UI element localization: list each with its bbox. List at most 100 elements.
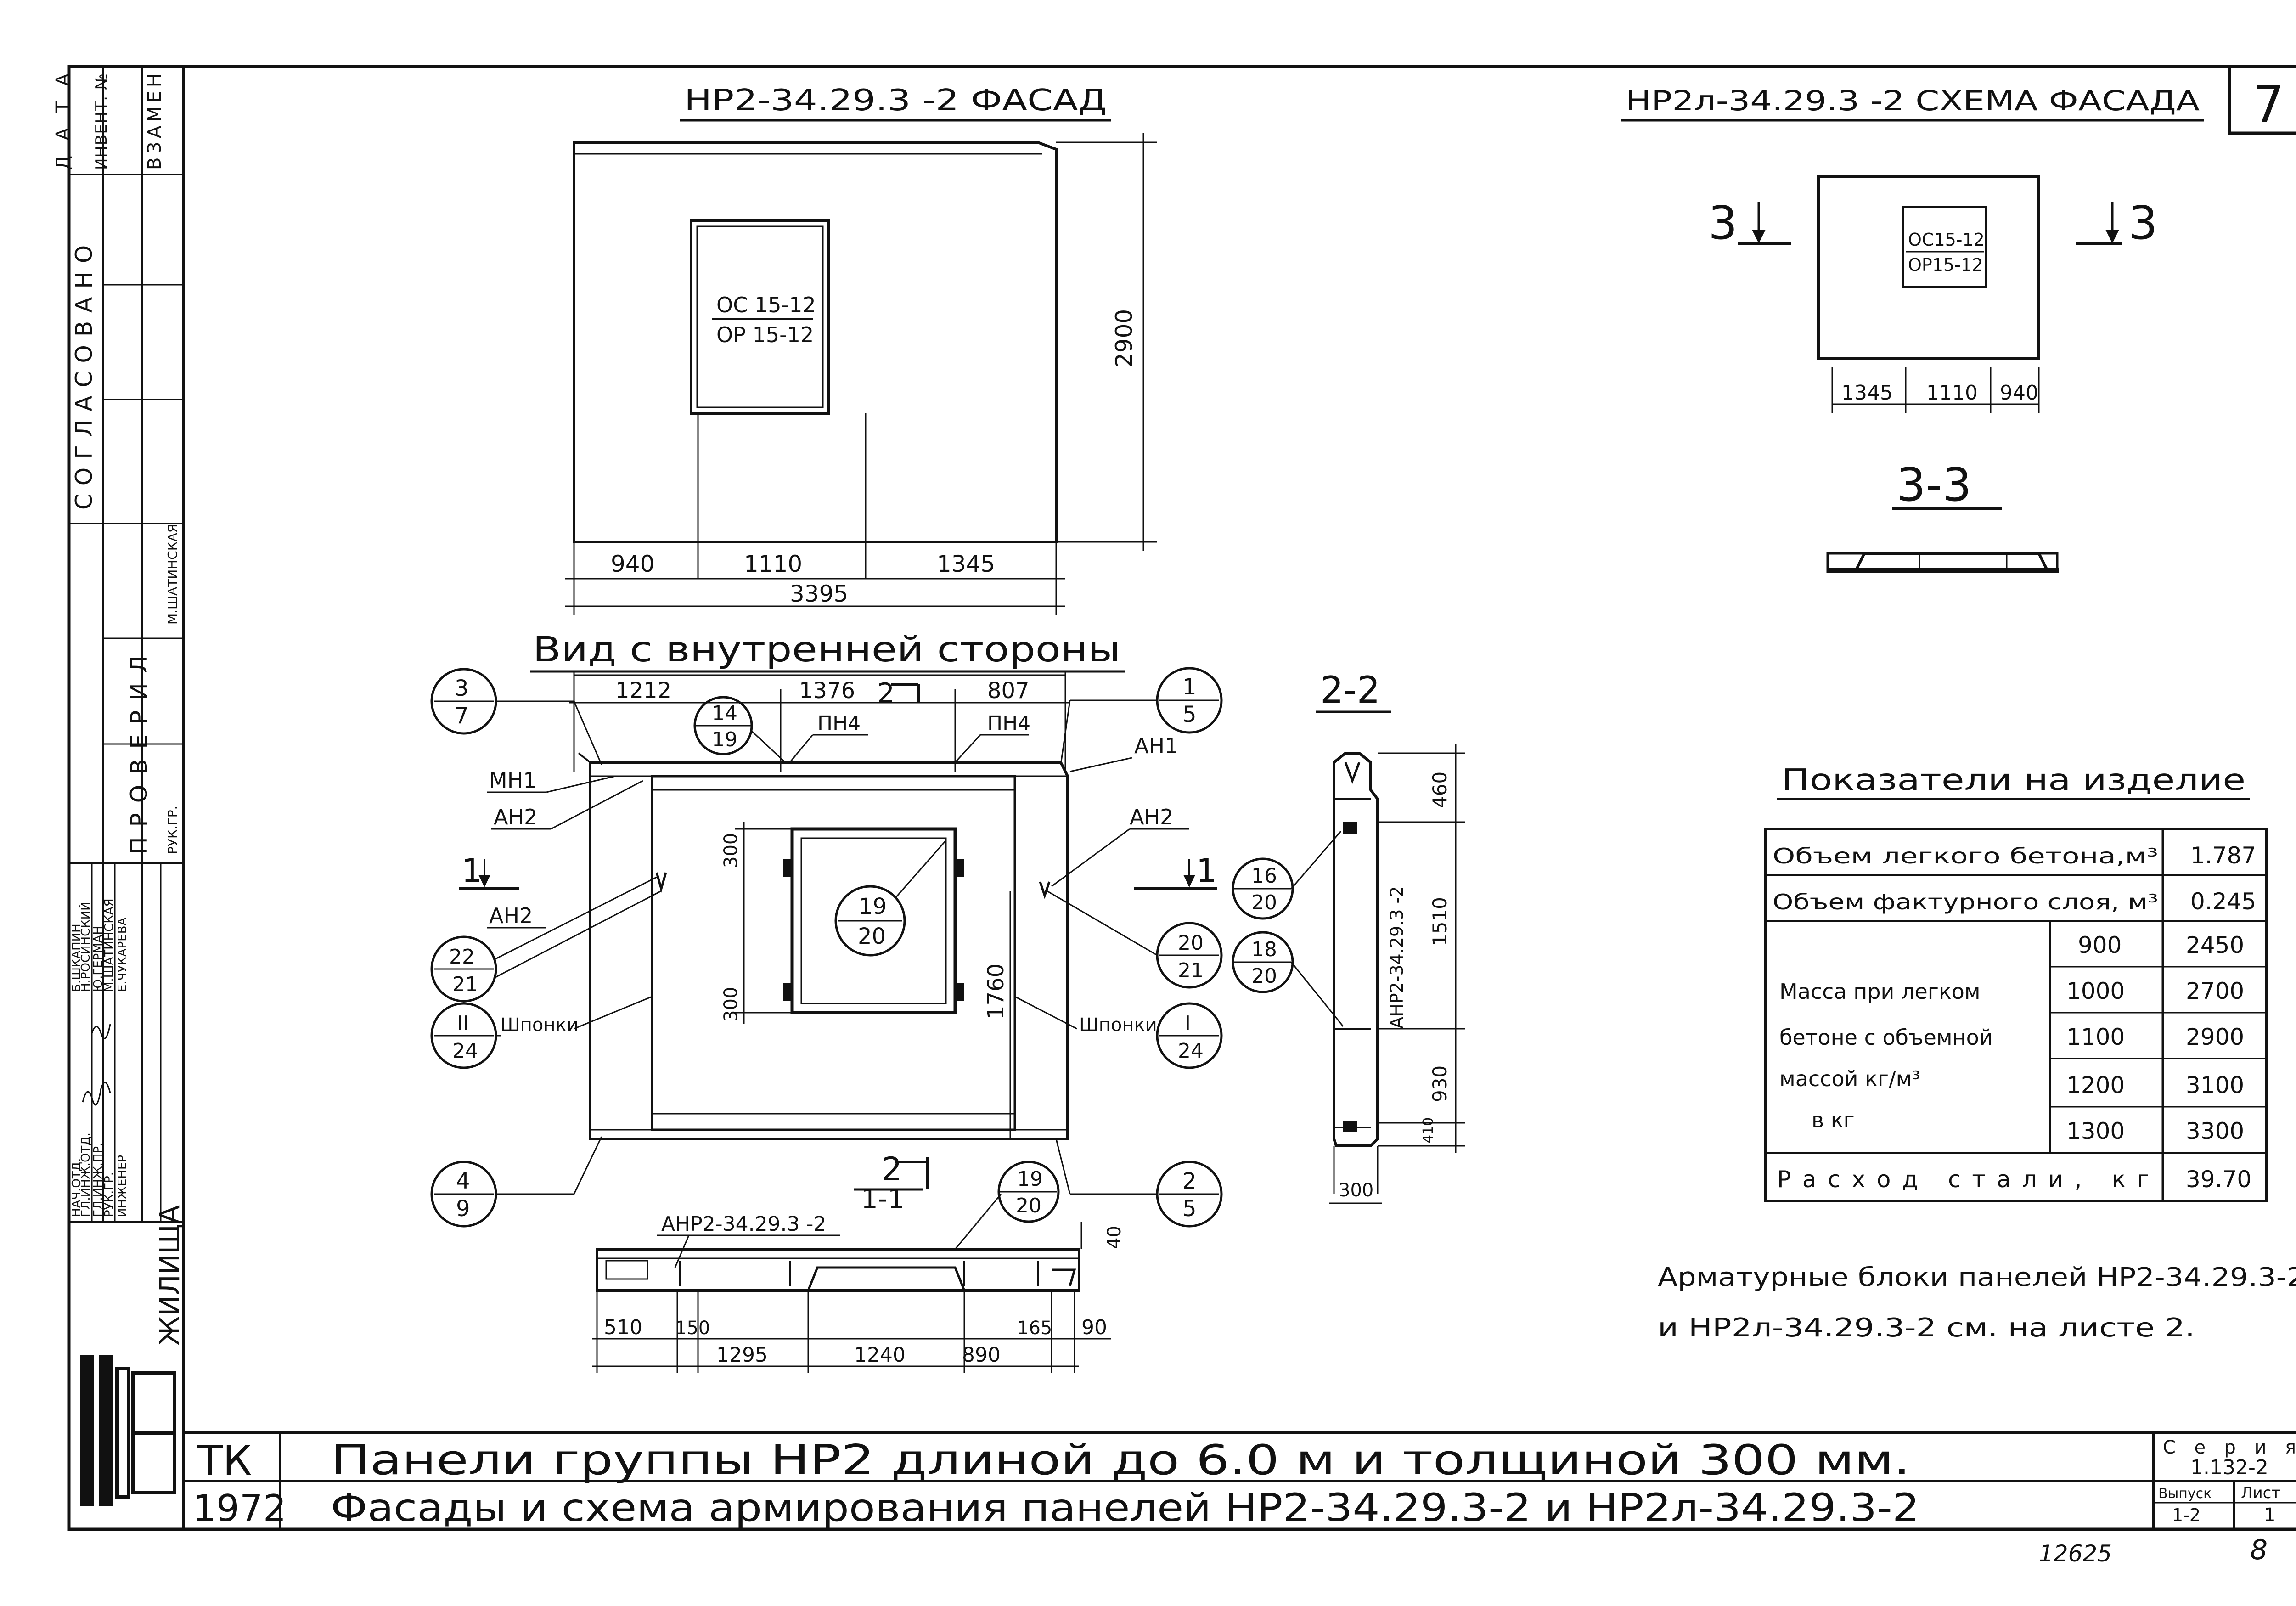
section-1-1-dim: 90 (1081, 1316, 1107, 1339)
stamp-check-name: М.ШАТИНСКАЯ (165, 524, 180, 625)
facade-scheme: НР2л-34.29.3 -2 СХЕМА ФАСАДА ОС15-12 ОР1… (1621, 85, 2204, 573)
inner-dim-side: 300 (720, 987, 742, 1022)
title-block: ТК 1972 Панели группы НР2 длиной до 6.0 … (184, 1431, 2296, 1530)
inner-dim-top: 807 (987, 678, 1030, 704)
callout-bottom: 9 (456, 1196, 470, 1222)
mass-value: 2900 (2186, 1024, 2244, 1050)
callout: 2 5 (1055, 1138, 1223, 1228)
callout-bottom: 24 (452, 1039, 478, 1063)
issue-label: Выпуск (2158, 1486, 2212, 1502)
section-2-2-label: АНР2-34.29.3 -2 (1387, 886, 1407, 1029)
section-3-title: 3-3 (1896, 458, 1971, 512)
mass-value: 3300 (2186, 1118, 2244, 1144)
series-label: Серия (2163, 1437, 2296, 1458)
stamp-checked: ПРОВЕРИЛ (126, 646, 152, 854)
title-line-1: Панели группы НР2 длиной до 6.0 м и толщ… (331, 1436, 1910, 1484)
stamp-agreed: СОГЛАСОВАНО (71, 237, 97, 510)
signature (91, 1024, 111, 1039)
callout-top: 3 (455, 676, 469, 701)
callout-top: 19 (859, 894, 887, 919)
callout: 18 20 (1232, 931, 1344, 1027)
section-2-2-dim: 300 (1339, 1180, 1373, 1201)
section-1-1-dim: 150 (675, 1318, 710, 1339)
label-an1: АН1 (1134, 733, 1178, 758)
callout-top: II (457, 1012, 469, 1035)
facade-dim: 1110 (744, 551, 802, 577)
scheme-window-bottom: ОР15-12 (1908, 255, 1983, 275)
mass-density: 1300 (2066, 1118, 2125, 1144)
title-line-2: Фасады и схема армирования панелей НР2-3… (331, 1485, 1919, 1530)
indicators-table: Показатели на изделие Объем легкого бето… (1764, 763, 2268, 1202)
label-an2: АН2 (494, 805, 537, 829)
inner-dim-1760: 1760 (983, 964, 1009, 1020)
callout: 3 7 (430, 668, 602, 765)
callout-bottom: 7 (455, 703, 469, 729)
indicator-value: 1.787 (2190, 842, 2256, 869)
label-mn1: МН1 (489, 768, 537, 793)
stamp-role: ГЛ.ИНЖ.ПР. (91, 1143, 105, 1217)
callout-top: I (1185, 1012, 1191, 1035)
issue-value: 1-2 (2172, 1505, 2200, 1525)
section-2-2-title: 2-2 (1320, 669, 1380, 711)
org-code: ТК (197, 1437, 252, 1485)
institute-logo (80, 1355, 176, 1506)
scheme-window-top: ОС15-12 (1908, 230, 1985, 250)
section-1-1-mark: 2 (882, 1150, 902, 1188)
callout-bottom: 20 (1251, 891, 1277, 914)
callout: 20 21 (1047, 890, 1223, 989)
mass-value: 3100 (2186, 1072, 2244, 1099)
callouts: 3 7 14 19 1 5 22 21 (430, 667, 1223, 1250)
facade-total-dim: 3395 (790, 580, 848, 607)
callout-bottom: 24 (1178, 1039, 1204, 1063)
callout: 16 20 (1232, 831, 1342, 920)
section-mark: 3 (1708, 196, 1738, 250)
callout-top: 18 (1251, 938, 1277, 961)
stamp-name: Ю.ГЕРМАН (91, 926, 105, 992)
sheet-number-box: 7 (2228, 65, 2296, 135)
callout-top: 20 (1178, 931, 1204, 955)
callout-bottom: 5 (1182, 702, 1197, 727)
stamp-role: ГЛ.ИНЖ.ОТД. (79, 1133, 93, 1217)
sheet-label: Лист (2241, 1484, 2280, 1502)
callout-top: 14 (712, 702, 737, 725)
facade-view: НР2-34.29.3 -2 ФАСАД ОС 15-12 ОР 15-12 2… (565, 84, 1157, 615)
stamp-name: Н.РОСИНСКИЙ (78, 902, 93, 992)
callout-top: 22 (449, 945, 475, 969)
section-2-mark: 2 (877, 677, 895, 710)
stamp-col-replace: ВЗАМЕН (144, 73, 165, 170)
facade-title: НР2-34.29.3 -2 ФАСАД (684, 84, 1107, 118)
page-number: 8 (2250, 1534, 2268, 1566)
section-1-1-dim: 510 (604, 1316, 642, 1339)
callout: 19 20 (834, 840, 947, 957)
section-mark: 3 (2128, 196, 2158, 250)
callout-top: 16 (1251, 864, 1277, 888)
callout-top: 19 (1017, 1167, 1043, 1191)
callout: II 24 (430, 1002, 501, 1069)
mass-label: бетоне с объемной (1779, 1025, 1993, 1050)
mass-density: 1000 (2066, 978, 2125, 1004)
facade-dim: 940 (611, 551, 654, 577)
facade-height-dim: 2900 (1111, 309, 1137, 367)
mass-density: 1100 (2066, 1024, 2125, 1050)
stamp-org: ЖИЛИЩА (154, 1205, 186, 1346)
mass-value: 2450 (2186, 932, 2244, 958)
callout-bottom: 5 (1182, 1196, 1197, 1222)
section-2-2: 2-2 АНР2-34.29.3 -2 460 1510 930 410 300… (1232, 669, 1465, 1204)
inner-view: Вид с внутренней стороны 1212 1376 807 2 (459, 629, 1217, 1140)
callout-top: 2 (1182, 1168, 1197, 1194)
scheme-dim: 1110 (1926, 381, 1978, 405)
series-value: 1.132-2 (2190, 1456, 2268, 1479)
mass-label: в кг (1812, 1108, 1855, 1133)
section-1-mark: 1 (1196, 852, 1217, 890)
signature (82, 1082, 111, 1106)
callout-top: 4 (456, 1168, 470, 1194)
mass-density: 1200 (2066, 1072, 2125, 1099)
stamp-role: РУК.ГР. (102, 1172, 116, 1217)
callout-bottom: 21 (452, 973, 478, 996)
section-2-2-dim: 410 (1420, 1117, 1436, 1144)
inner-dim-top: 1212 (615, 678, 671, 704)
steel-value: 39.70 (2186, 1166, 2251, 1193)
callout: 4 9 (430, 1136, 602, 1228)
stamp-name: Б.ШКАПИН (70, 924, 84, 992)
indicator-label: Объем фактурного слоя, м³ (1773, 890, 2158, 914)
